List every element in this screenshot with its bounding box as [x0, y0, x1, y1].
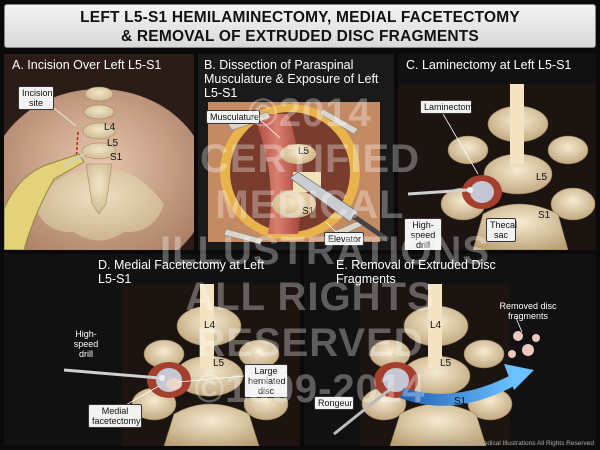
panel-e: E. Removal of Extruded Disc Fragments Re…: [304, 254, 596, 446]
panel-e-title: E. Removal of Extruded Disc Fragments: [336, 258, 496, 286]
panel-e-l4-label: L4: [430, 320, 442, 331]
panel-d-illustration: [63, 284, 300, 446]
incision-site-label: Incision site: [18, 86, 54, 110]
musculature-label: Musculature: [206, 110, 260, 124]
panel-e-s1-label: S1: [454, 396, 467, 407]
herniated-disc-label: Large herniated disc: [244, 364, 288, 398]
panel-b-l5-label: L5: [298, 146, 310, 157]
panel-d-l5-label: L5: [213, 358, 225, 369]
panel-d-l4-label: L4: [204, 320, 216, 331]
title-line-2: & REMOVAL OF EXTRUDED DISC FRAGMENTS: [121, 28, 479, 45]
high-speed-drill-label-d: High-speed drill: [73, 329, 99, 359]
panel-c-title: C. Laminectomy at Left L5-S1: [406, 58, 572, 72]
elevator-label: Elevator: [324, 232, 364, 246]
panel-c-s1-label: S1: [538, 210, 551, 221]
panel-a-l5-label: L5: [107, 138, 119, 149]
copyright-text: © 2014 Certified Medical Illustrations A…: [429, 440, 594, 447]
panel-b-illustration: [208, 102, 390, 245]
panel-c: C. Laminectomy at Left L5-S1 Laminectomy…: [398, 54, 596, 250]
panel-c-l5-label: L5: [536, 172, 548, 183]
title-line-1: LEFT L5-S1 HEMILAMINECTOMY, MEDIAL FACET…: [80, 9, 520, 26]
high-speed-drill-label-c: High-speed drill: [404, 218, 442, 250]
panel-a: A. Incision Over Left L5-S1 Incision sit…: [4, 54, 194, 250]
panel-d-title: D. Medial Facetectomy at Left L5-S1: [98, 258, 265, 286]
rongeur-label: Rongeur: [314, 396, 354, 410]
panel-c-l4-label: L4: [536, 138, 548, 149]
panel-a-l4-label: L4: [104, 122, 116, 133]
panel-a-illustration: [4, 54, 194, 250]
title-bar: LEFT L5-S1 HEMILAMINECTOMY, MEDIAL FACET…: [4, 4, 596, 48]
panel-b-s1-label: S1: [302, 206, 315, 217]
panel-d: D. Medial Facetectomy at Left L5-S1 High…: [4, 254, 300, 446]
medial-facetectomy-label: Medial facetectomy: [88, 404, 142, 428]
panel-e-illustration: [333, 284, 540, 446]
removed-fragments-label: Removed disc fragments: [499, 301, 557, 321]
panel-b-title: B. Dissection of Paraspinal Musculature …: [204, 58, 379, 100]
laminectomy-label: Laminectomy: [420, 100, 478, 114]
thecal-sac-label: Thecal sac: [486, 218, 517, 242]
panel-a-s1-label: S1: [110, 152, 123, 163]
panel-d-s1-label: S1: [224, 396, 237, 407]
panel-b: B. Dissection of Paraspinal Musculature …: [198, 54, 394, 250]
panel-a-title: A. Incision Over Left L5-S1: [12, 58, 162, 72]
panel-e-l5-label: L5: [440, 358, 452, 369]
